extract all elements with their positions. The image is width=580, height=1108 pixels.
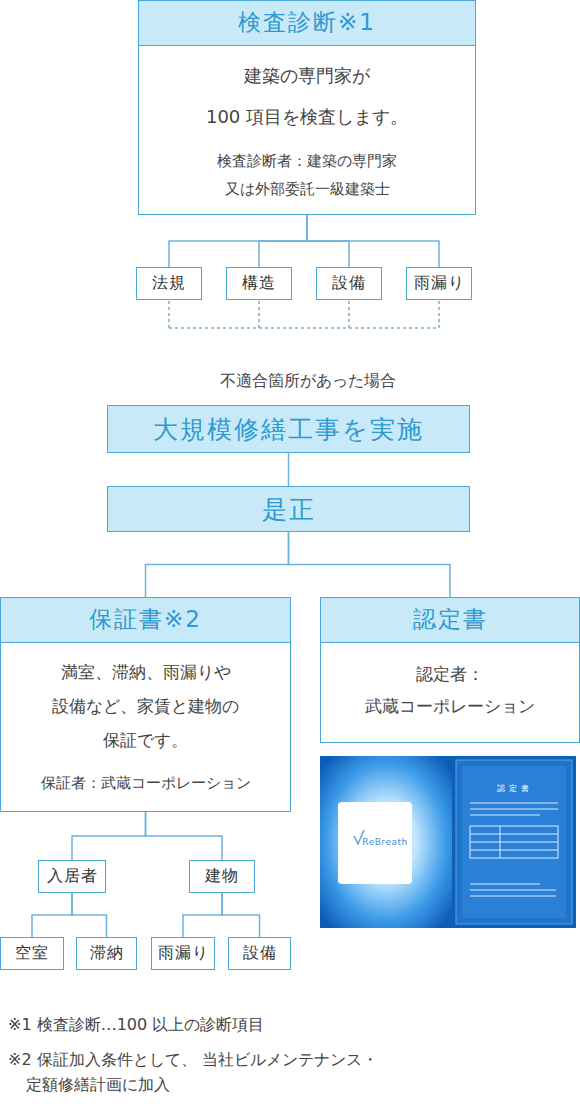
process-band: 大規模修繕工事を実施 (107, 405, 470, 453)
info-table (470, 826, 558, 858)
item-text: 設備 (243, 943, 277, 964)
table-line (470, 850, 558, 851)
box-body-text: 認定者： 武蔵コーポレーション (350, 658, 550, 722)
table-line (470, 842, 558, 843)
item-text: 滞納 (90, 943, 124, 964)
item-box: 雨漏り (406, 267, 472, 300)
text-line (470, 815, 540, 816)
item-text: 空室 (15, 943, 49, 964)
band-text: 是正 (262, 493, 316, 526)
process-band: 是正 (107, 486, 470, 532)
text-line (470, 884, 540, 885)
connector-line (288, 453, 290, 486)
item-box: 法規 (136, 267, 202, 300)
certificate-title: 認定書 (470, 783, 560, 795)
footnote: ※1 検査診断…100 以上の診断項目 (8, 1014, 488, 1036)
dashed-line (258, 301, 260, 328)
item-text: 設備 (332, 273, 366, 294)
item-box: 雨漏り (151, 937, 215, 970)
titled-box: 認定書認定者： 武蔵コーポレーション (320, 597, 580, 743)
folder-page (456, 760, 572, 924)
item-box: 建物 (189, 860, 255, 893)
certificate-lines (470, 803, 558, 896)
dashed-lines (169, 301, 439, 328)
item-text: 法規 (152, 273, 186, 294)
connector-line (307, 215, 439, 267)
connector-line (72, 812, 146, 860)
logo-text: ReBreath (340, 836, 430, 848)
dashed-line (438, 301, 440, 328)
connector-line (169, 215, 307, 267)
box-body-text: 保証者：武蔵コーポレーション (11, 769, 281, 797)
text-line (470, 803, 558, 804)
box-body-text: 建築の専門家が 100 項目を検査します。 (177, 55, 437, 137)
connector-line (146, 532, 289, 597)
item-text: 雨漏り (158, 943, 209, 964)
folder (452, 756, 576, 928)
box-heading: 保証書※2 (1, 598, 290, 643)
text-line (470, 809, 558, 810)
band-text: 大規模修繕工事を実施 (153, 413, 424, 446)
certificate-sheet (462, 766, 566, 918)
box-body-text: 検査診断者：建築の専門家 又は外部委託一級建築士 (192, 147, 422, 203)
connector-line (259, 215, 307, 267)
titled-box: 検査診断※1 建築の専門家が 100 項目を検査します。検査診断者：建築の専門家 … (138, 0, 476, 215)
text-line (470, 896, 556, 897)
footnote: ※2 保証加入条件として、 当社ビルメンテナンス・定額修繕計画に加入 (8, 1047, 448, 1097)
table-line (470, 834, 558, 835)
item-box: 空室 (0, 937, 64, 970)
item-text: 構造 (242, 273, 276, 294)
item-text: 入居者 (47, 866, 98, 887)
item-box: 設備 (316, 267, 382, 300)
connector-line (32, 893, 72, 937)
titled-box: 保証書※2 満室、滞納、雨漏りや 設備など、家賃と建物の 保証です。保証者：武蔵コ… (0, 597, 291, 812)
condition-note: 不適合箇所があった場合 (150, 369, 466, 393)
dashed-line (169, 327, 439, 329)
box-heading: 検査診断※1 (139, 1, 475, 46)
connector-line (72, 893, 107, 937)
box-heading: 認定書 (321, 598, 579, 643)
connector-line (222, 893, 260, 937)
connector-line (307, 215, 349, 267)
text-line (470, 890, 556, 891)
item-box: 設備 (228, 937, 291, 970)
dashed-line (348, 301, 350, 328)
connector-line (289, 532, 451, 597)
connector-line (146, 812, 223, 860)
item-box: 入居者 (38, 860, 106, 893)
item-box: 滞納 (76, 937, 137, 970)
connector-line (183, 893, 222, 937)
box-body-text: 満室、滞納、雨漏りや 設備など、家賃と建物の 保証です。 (31, 655, 261, 757)
item-text: 建物 (205, 866, 239, 887)
certificate-illustration (320, 756, 576, 928)
dashed-line (168, 301, 170, 328)
item-box: 構造 (226, 267, 292, 300)
item-text: 雨漏り (414, 273, 465, 294)
glow-background (320, 756, 452, 928)
table-line (500, 826, 501, 858)
